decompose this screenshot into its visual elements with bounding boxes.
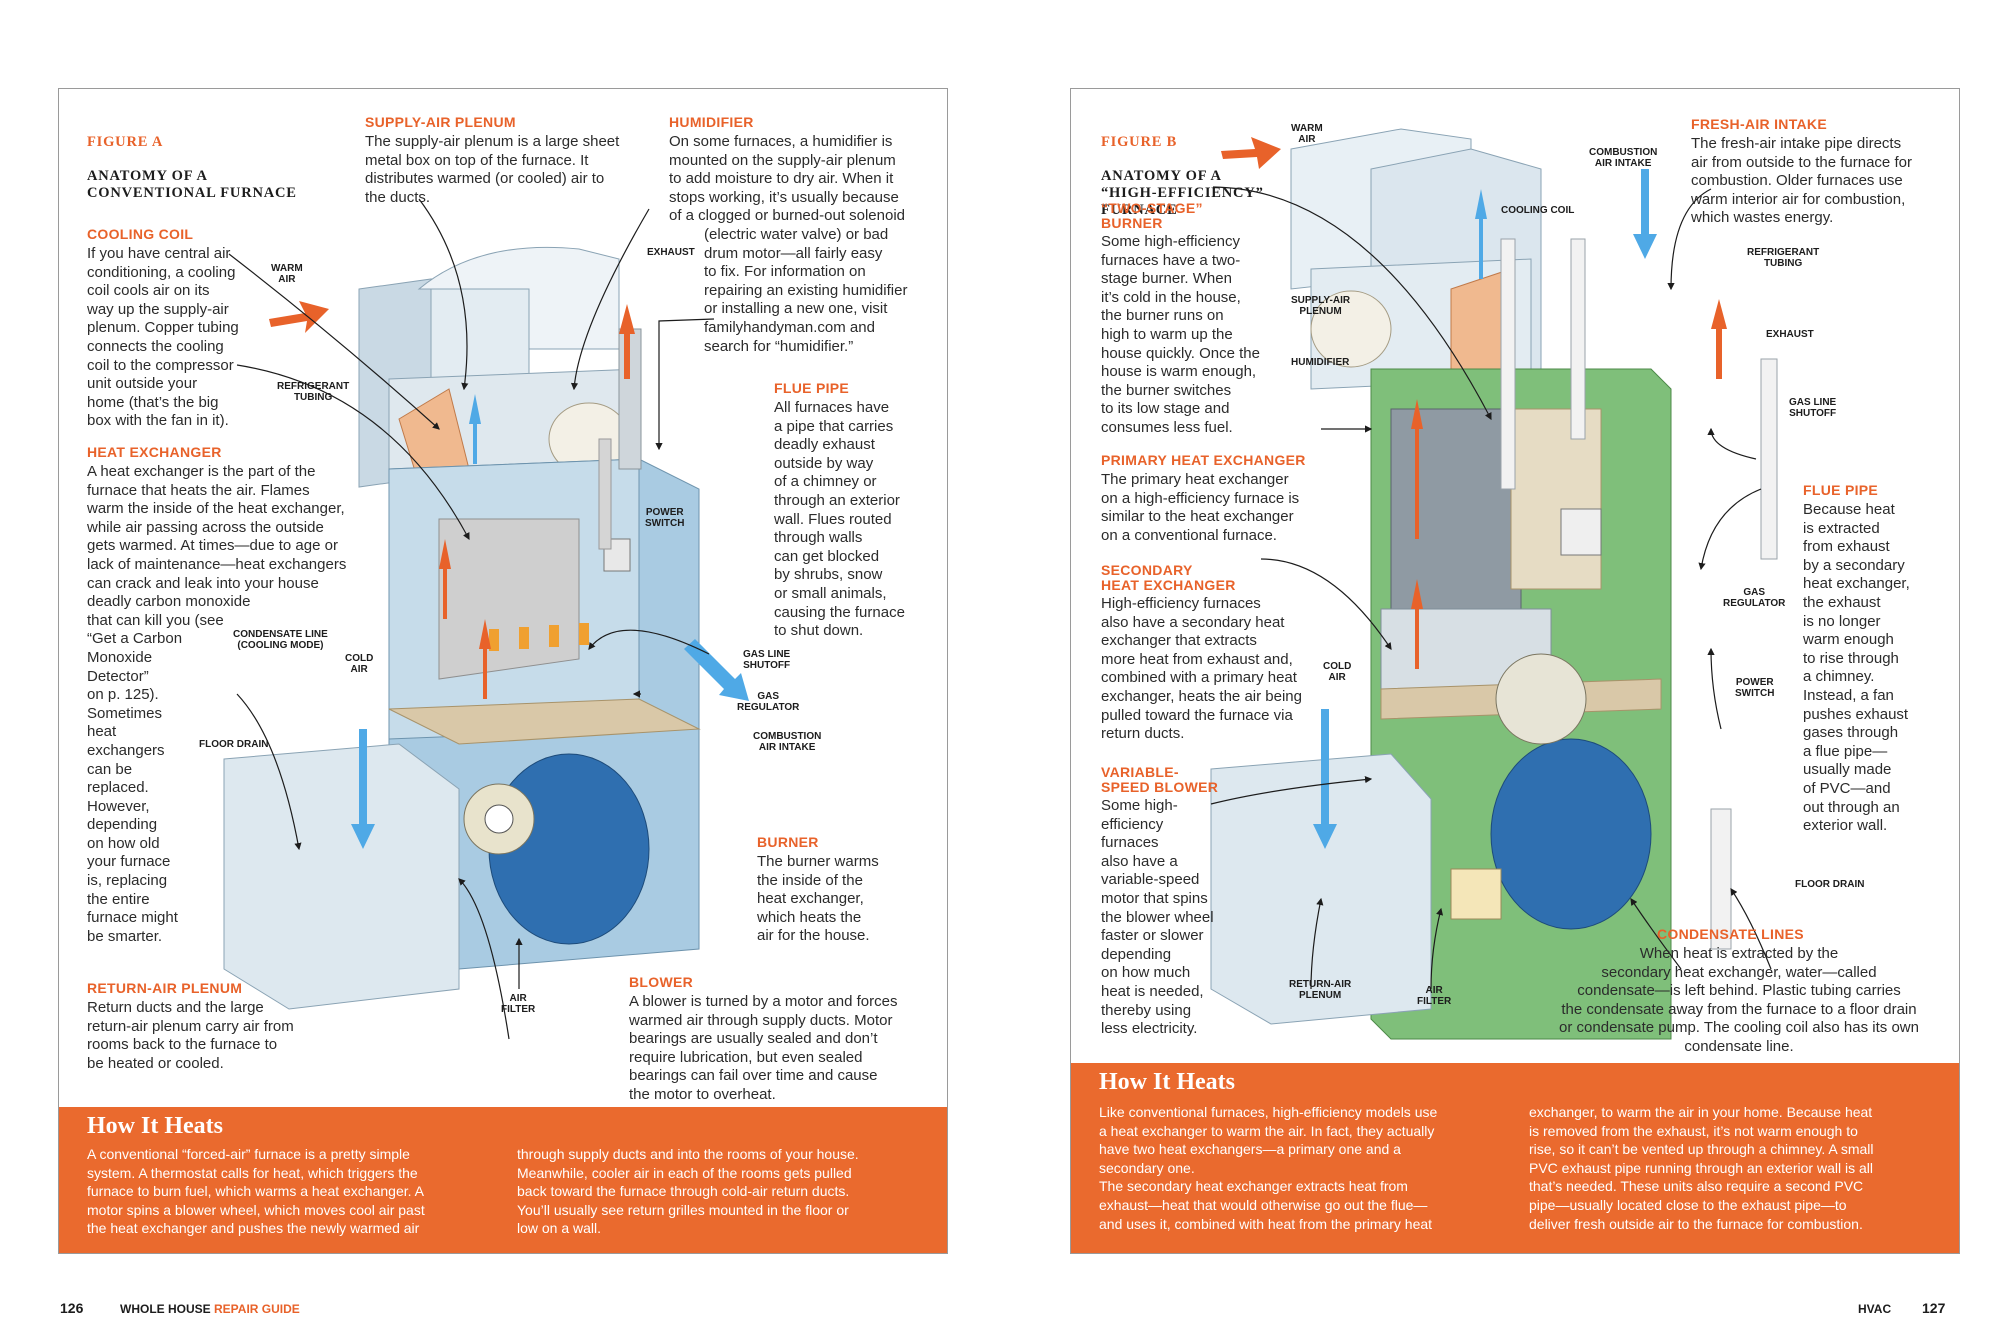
return-plenum-shape bbox=[223, 743, 460, 1010]
top-plenum-shape bbox=[1290, 128, 1542, 410]
humidifier-text-continued: (electric water valve) or bad drum motor… bbox=[704, 226, 908, 355]
combustion-air-intake-label-b: COMBUSTION AIR INTAKE bbox=[1589, 147, 1658, 169]
floor-drain-label-b: FLOOR DRAIN bbox=[1795, 879, 1865, 890]
return-plenum-shape-b bbox=[1210, 753, 1432, 1025]
condensate-lines-text: When heat is extracted by the secondary … bbox=[1559, 945, 1919, 1055]
how-it-heats-col1-b: Like conventional furnaces, high-efficie… bbox=[1099, 1104, 1438, 1232]
cold-air-arrows bbox=[351, 394, 749, 849]
high-efficiency-furnace-illustration bbox=[1210, 128, 1778, 1040]
figure-a-panel: FIGURE A ANATOMY OF A CONVENTIONAL FURNA… bbox=[58, 88, 948, 1254]
figure-a-heading: FIGURE A ANATOMY OF A CONVENTIONAL FURNA… bbox=[87, 117, 297, 202]
refrigerant-tubing-label-b: REFRIGERANT TUBING bbox=[1747, 247, 1820, 269]
gas-regulator-label: GAS REGULATOR bbox=[737, 691, 800, 713]
figure-b-title: ANATOMY OF A “HIGH-EFFICIENCY” FURNACE bbox=[1101, 168, 1264, 218]
power-switch-label-b: POWER SWITCH bbox=[1735, 677, 1775, 699]
supply-plenum-shape bbox=[358, 246, 640, 488]
humidifier-label-b: HUMIDIFIER bbox=[1291, 357, 1350, 368]
blower-title: BLOWER bbox=[629, 974, 694, 990]
callout-leader-lines bbox=[228, 198, 715, 1040]
blower-text: A blower is turned by a motor and forces… bbox=[629, 993, 898, 1103]
figure-a-title: ANATOMY OF A CONVENTIONAL FURNACE bbox=[87, 168, 297, 201]
return-air-plenum-text: Return ducts and the large return-air pl… bbox=[87, 999, 294, 1072]
warm-air-label: WARM AIR bbox=[271, 263, 303, 285]
return-air-plenum-label-b: RETURN-AIR PLENUM bbox=[1289, 979, 1352, 1001]
cooling-coil-text: If you have central air conditioning, a … bbox=[87, 245, 239, 430]
flue-pipe-text: All furnaces have a pipe that carries de… bbox=[774, 399, 905, 640]
warm-air-arrows bbox=[269, 301, 635, 699]
cooling-coil-title: COOLING COIL bbox=[87, 226, 194, 242]
pvc-pipes-shape bbox=[1500, 238, 1778, 950]
green-cabinet-shape bbox=[1370, 368, 1672, 1040]
cold-air-arrows-b bbox=[1313, 169, 1657, 849]
humidifier-title: HUMIDIFIER bbox=[669, 114, 754, 130]
book-title-prefix: WHOLE HOUSE bbox=[120, 1302, 215, 1316]
gas-line-shutoff-label-b: GAS LINE SHUTOFF bbox=[1789, 397, 1837, 419]
how-it-heats-band-b: How It Heats Like conventional furnaces,… bbox=[1071, 1063, 1959, 1253]
supply-air-plenum-text: The supply-air plenum is a large sheet m… bbox=[365, 133, 620, 206]
warm-air-arrows-b bbox=[1221, 137, 1727, 669]
secondary-heat-exchanger-text: High-efficiency furnaces also have a sec… bbox=[1101, 595, 1302, 743]
how-it-heats-col2: through supply ducts and into the rooms … bbox=[517, 1146, 859, 1237]
heat-exchanger-text: A heat exchanger is the part of the furn… bbox=[87, 463, 347, 945]
furnace-cabinet-shape bbox=[388, 438, 701, 970]
gas-line-shutoff-label: GAS LINE SHUTOFF bbox=[743, 649, 791, 671]
book-title-suffix: REPAIR GUIDE bbox=[214, 1302, 300, 1316]
burner-flames-shape bbox=[489, 623, 589, 651]
callout-leader-lines-b bbox=[1210, 186, 1772, 990]
variable-speed-blower-title: VARIABLE- SPEED BLOWER bbox=[1101, 764, 1219, 795]
flue-pipe-b-title: FLUE PIPE bbox=[1803, 482, 1879, 498]
variable-speed-blower-text: Some high- efficiency furnaces also have… bbox=[1101, 797, 1214, 1038]
figure-b-heading: FIGURE B ANATOMY OF A “HIGH-EFFICIENCY” … bbox=[1101, 117, 1264, 219]
figure-a-label: FIGURE A bbox=[87, 134, 164, 150]
cooling-coil-label-b: COOLING COIL bbox=[1501, 205, 1575, 216]
two-stage-burner-title: “TWO-STAGE” BURNER bbox=[1101, 200, 1203, 231]
flue-pipe-title: FLUE PIPE bbox=[774, 380, 850, 396]
air-filter-label: AIR FILTER bbox=[501, 993, 536, 1015]
secondary-heat-exchanger-title: SECONDARY HEAT EXCHANGER bbox=[1101, 562, 1236, 593]
page-number-left: 126 bbox=[60, 1300, 84, 1316]
supply-air-plenum-title: SUPPLY-AIR PLENUM bbox=[365, 114, 516, 130]
humidifier-text: On some furnaces, a humidifier is mounte… bbox=[669, 133, 906, 225]
burner-text: The burner warms the inside of the heat … bbox=[757, 853, 879, 945]
refrigerant-tubing-label: REFRIGERANT TUBING bbox=[277, 381, 350, 403]
how-it-heats-band: How It Heats A conventional “forced-air”… bbox=[59, 1107, 947, 1253]
condensate-line-label: CONDENSATE LINE (COOLING MODE) bbox=[233, 629, 328, 651]
conventional-furnace-illustration bbox=[223, 198, 749, 1040]
fresh-air-intake-text: The fresh-air intake pipe directs air fr… bbox=[1691, 135, 1912, 227]
section-folio: HVAC bbox=[1858, 1302, 1892, 1316]
supply-air-plenum-label-b: SUPPLY-AIR PLENUM bbox=[1291, 295, 1351, 317]
fresh-air-intake-title: FRESH-AIR INTAKE bbox=[1691, 116, 1827, 132]
exhaust-label: EXHAUST bbox=[647, 247, 695, 258]
gas-regulator-label-b: GAS REGULATOR bbox=[1723, 587, 1786, 609]
primary-heat-exchanger-text: The primary heat exchanger on a high-eff… bbox=[1101, 471, 1300, 544]
cold-air-label-b: COLD AIR bbox=[1323, 661, 1352, 683]
cold-air-label: COLD AIR bbox=[345, 653, 374, 675]
how-it-heats-title: How It Heats bbox=[87, 1113, 223, 1139]
how-it-heats-title-b: How It Heats bbox=[1099, 1069, 1235, 1095]
heat-exchanger-title: HEAT EXCHANGER bbox=[87, 444, 222, 460]
floor-drain-label: FLOOR DRAIN bbox=[199, 739, 269, 750]
exhaust-label-b: EXHAUST bbox=[1766, 329, 1814, 340]
burner-title: BURNER bbox=[757, 834, 819, 850]
air-filter-label-b: AIR FILTER bbox=[1417, 985, 1452, 1007]
combustion-air-intake-label: COMBUSTION AIR INTAKE bbox=[753, 731, 822, 753]
condensate-lines-title: CONDENSATE LINES bbox=[1657, 926, 1804, 942]
how-it-heats-col2-b: exchanger, to warm the air in your home.… bbox=[1529, 1104, 1874, 1232]
primary-heat-exchanger-title: PRIMARY HEAT EXCHANGER bbox=[1101, 452, 1306, 468]
return-air-plenum-title: RETURN-AIR PLENUM bbox=[87, 980, 243, 996]
book-title-folio: WHOLE HOUSE REPAIR GUIDE bbox=[120, 1302, 300, 1316]
figure-b-panel: FIGURE B ANATOMY OF A “HIGH-EFFICIENCY” … bbox=[1070, 88, 1960, 1254]
flue-pipe-b-text: Because heat is extracted from exhaust b… bbox=[1803, 501, 1910, 835]
warm-air-label-b: WARM AIR bbox=[1291, 123, 1323, 145]
two-stage-burner-text: Some high-efficiency furnaces have a two… bbox=[1101, 233, 1260, 436]
figure-b-label: FIGURE B bbox=[1101, 134, 1178, 150]
power-switch-label: POWER SWITCH bbox=[645, 507, 685, 529]
page-number-right: 127 bbox=[1922, 1300, 1946, 1316]
how-it-heats-col1: A conventional “forced-air” furnace is a… bbox=[87, 1146, 425, 1237]
